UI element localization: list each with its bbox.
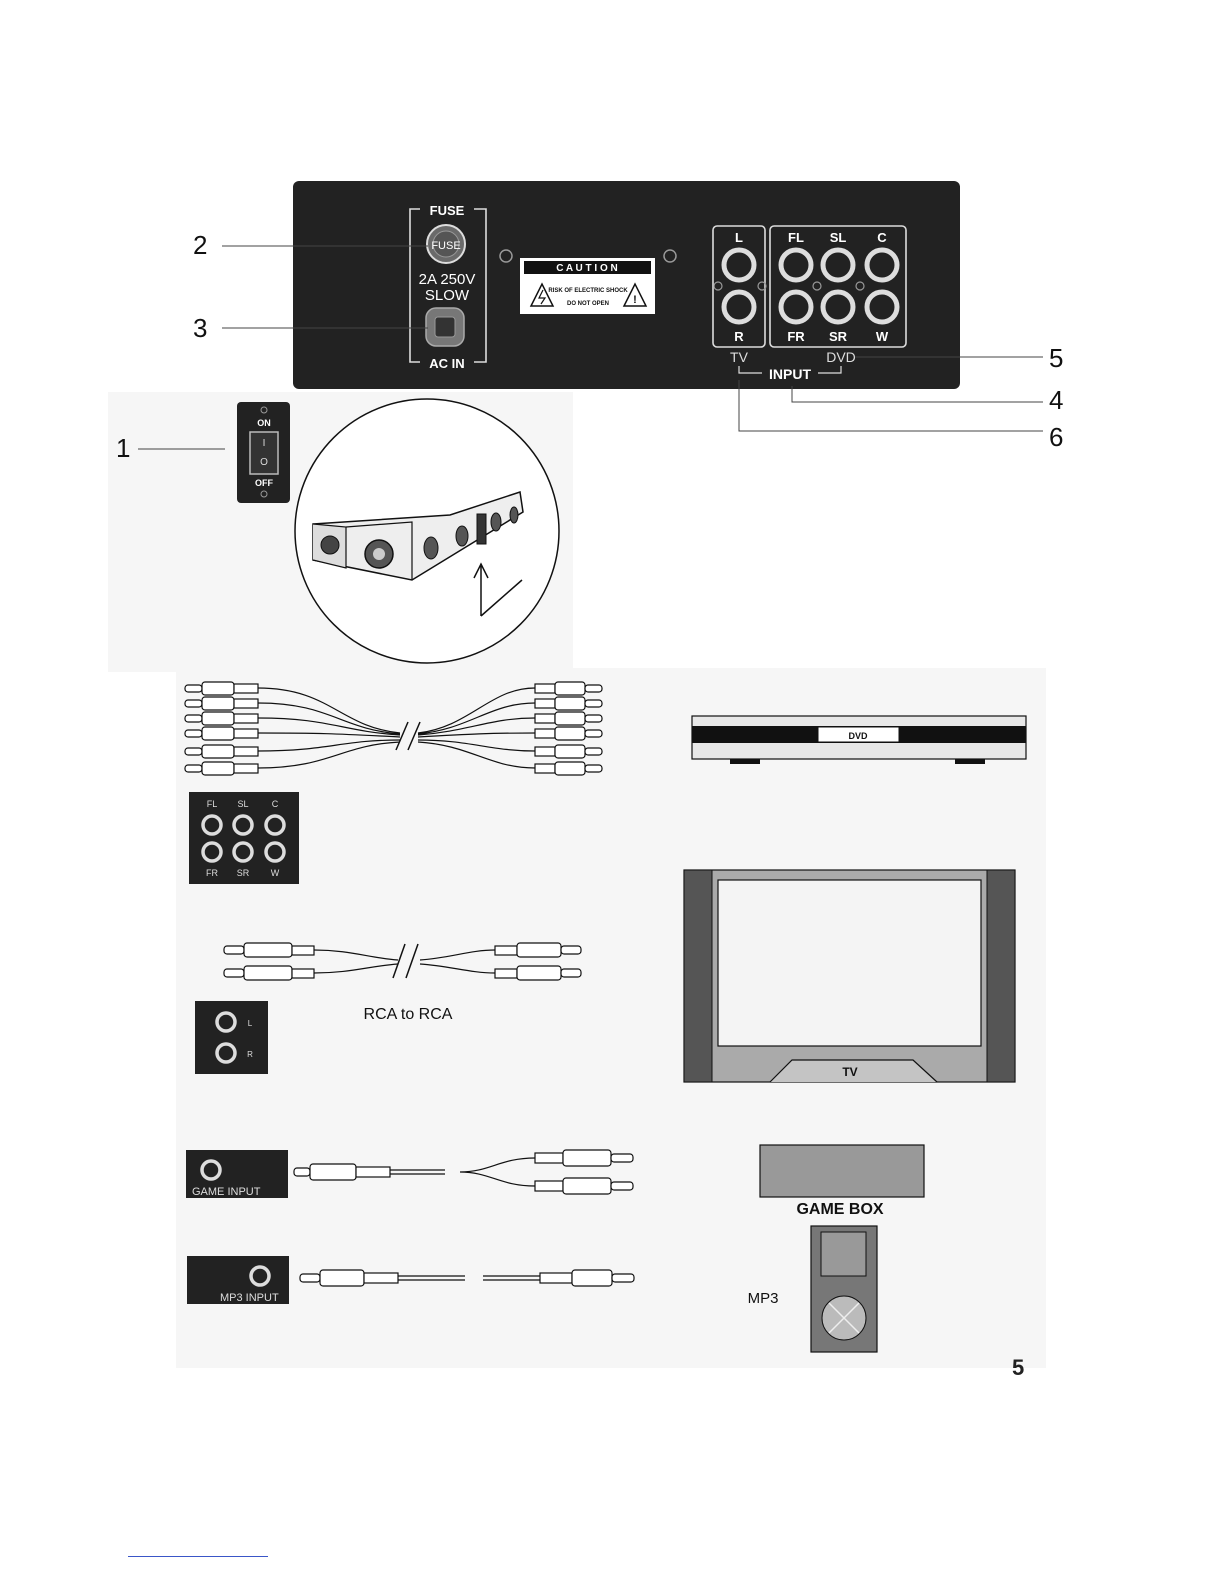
box-sr-label: SR [237, 868, 250, 878]
fuse-title: FUSE [430, 203, 465, 218]
tv-left-jack [724, 250, 754, 280]
box-jack [266, 816, 284, 834]
dvd-w-jack [867, 292, 897, 322]
dvd-caption: DVD [826, 349, 856, 365]
box-jack [217, 1044, 235, 1062]
box-w-label: W [271, 868, 280, 878]
dvd-w-label: W [876, 329, 889, 344]
unit-switch-icon [477, 514, 486, 544]
box-jack [234, 816, 252, 834]
television: TV [684, 870, 1015, 1082]
tv-right-label: R [734, 329, 744, 344]
dvd-fr-label: FR [787, 329, 805, 344]
box-jack [203, 816, 221, 834]
rear-panel: FUSE FUSE 2A 250V SLOW AC IN C A U T I O… [293, 181, 960, 389]
box-jack [217, 1013, 235, 1031]
unit-jack-icon [424, 537, 438, 559]
mp3-input-label: MP3 INPUT [220, 1292, 279, 1304]
game-input-label: GAME INPUT [192, 1186, 261, 1198]
box-fl-label: FL [207, 799, 218, 809]
unit-jack-icon [321, 536, 339, 554]
dvd-sr-jack [823, 292, 853, 322]
callout-2: 2 [193, 230, 207, 260]
dvd-sr-label: SR [829, 329, 848, 344]
zoom-detail [295, 399, 559, 663]
mp3-label: MP3 [748, 1290, 779, 1307]
unit-jack-core [373, 548, 385, 560]
caution-title: C A U T I O N [556, 263, 617, 274]
switch-on-mark: I [263, 438, 266, 449]
power-switch: ON I O OFF [237, 402, 290, 503]
box-jack [203, 843, 221, 861]
game-input-jack [202, 1161, 220, 1179]
callout-1: 1 [116, 433, 130, 463]
callout-5: 5 [1049, 343, 1063, 373]
dvd-label: DVD [848, 731, 868, 741]
dvd-fl-label: FL [788, 230, 804, 245]
two-jack-box: L R [195, 1001, 268, 1074]
tv-right-speaker [987, 870, 1015, 1082]
box-r-label: R [247, 1050, 253, 1059]
dvd-fl-jack [781, 250, 811, 280]
dvd-sl-jack [823, 250, 853, 280]
switch-off-mark: O [260, 457, 268, 468]
caution-line2: DO NOT OPEN [567, 301, 609, 307]
unit-jack-icon [510, 507, 518, 523]
dvd-c-jack [867, 250, 897, 280]
callout-3: 3 [193, 313, 207, 343]
box-l-label: L [248, 1019, 253, 1028]
tv-caption: TV [730, 349, 749, 365]
dvd-sl-label: SL [830, 230, 847, 245]
game-box-label: GAME BOX [796, 1201, 883, 1218]
mp3-screen [821, 1232, 866, 1276]
caution-line1: RISK OF ELECTRIC SHOCK [548, 288, 628, 294]
switch-off-label: OFF [255, 478, 273, 488]
tv-left-label: L [735, 230, 743, 245]
callout-4: 4 [1049, 385, 1063, 415]
box-jack [266, 843, 284, 861]
dvd-foot [955, 759, 985, 764]
fuse-rating: 2A 250V [419, 271, 476, 288]
switch-on-label: ON [257, 418, 271, 428]
unit-jack-icon [491, 513, 501, 531]
box-sl-label: SL [237, 799, 248, 809]
rca-caption: RCA to RCA [364, 1006, 453, 1023]
exclamation-mark: ! [633, 294, 637, 306]
game-box-body [760, 1145, 924, 1197]
input-caption: INPUT [769, 366, 811, 382]
ac-in-label: AC IN [429, 356, 464, 371]
tv-screen [718, 880, 981, 1046]
footnote-rule [128, 1556, 268, 1557]
fuse-cap-label: FUSE [431, 240, 460, 252]
dvd-foot [730, 759, 760, 764]
callout-6: 6 [1049, 422, 1063, 452]
six-jack-box: FL SL C FR SR W [189, 792, 299, 884]
fuse-type: SLOW [425, 287, 470, 304]
unit-jack-icon [456, 526, 468, 546]
tv-label: TV [842, 1065, 857, 1079]
tv-right-jack [724, 292, 754, 322]
two-jack-panel [195, 1001, 268, 1074]
dvd-c-label: C [877, 230, 887, 245]
box-fr-label: FR [206, 868, 218, 878]
box-c-label: C [272, 799, 279, 809]
dvd-player: DVD [692, 716, 1026, 764]
mp3-input-jack [251, 1267, 269, 1285]
tv-left-speaker [684, 870, 712, 1082]
dvd-fr-jack [781, 292, 811, 322]
ac-inlet-socket [435, 317, 455, 337]
box-jack [234, 843, 252, 861]
page-number: 5 [1012, 1355, 1024, 1381]
